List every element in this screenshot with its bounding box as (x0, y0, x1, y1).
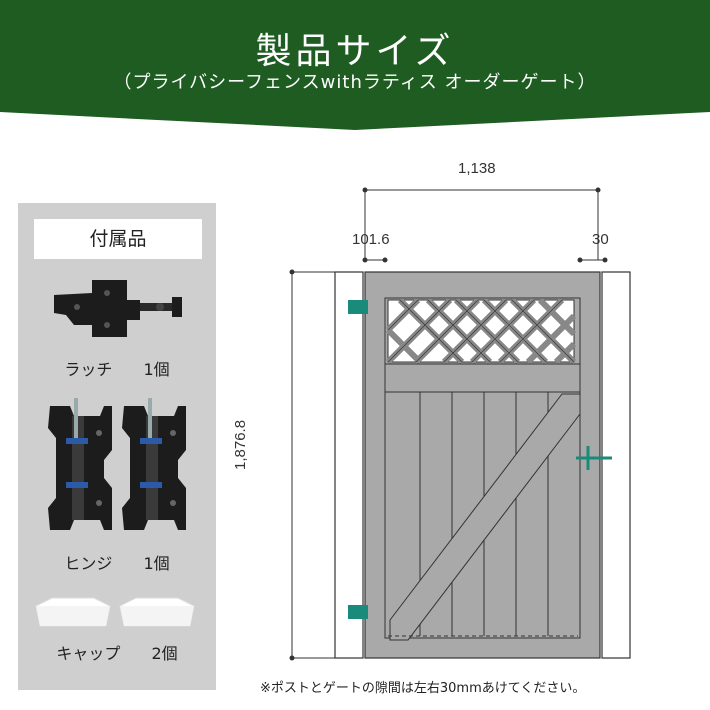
accessories-heading: 付属品 (34, 219, 202, 259)
dim-height: 1,876.8 (232, 419, 249, 470)
dim-overall-width: 1,138 (458, 160, 496, 177)
hinge-icon (48, 398, 186, 530)
accessory-cap-count: 2個 (151, 644, 178, 663)
cap-icon (35, 597, 195, 627)
header-banner (0, 0, 710, 130)
banner-shape (0, 0, 710, 130)
page-title: 製品サイズ (255, 31, 455, 72)
latch-icon (54, 280, 182, 337)
accessory-hinge-name: ヒンジ (64, 554, 113, 573)
dim-post-width: 101.6 (352, 231, 390, 248)
accessory-latch: ラッチ 1個 (18, 356, 216, 380)
footnote: ※ポストとゲートの隙間は左右30mmあけてください。 (260, 681, 586, 696)
accessory-cap: キャップ 2個 (18, 640, 216, 664)
gate-diagram (289, 187, 631, 661)
accessory-hinge-count: 1個 (143, 554, 170, 573)
accessory-latch-name: ラッチ (64, 360, 113, 379)
dim-gap: 30 (592, 231, 609, 248)
accessory-cap-name: キャップ (56, 644, 121, 663)
accessory-latch-count: 1個 (143, 360, 170, 379)
accessory-hinge: ヒンジ 1個 (18, 550, 216, 574)
page-subtitle: （プライバシーフェンスwithラティス オーダーゲート） (113, 72, 597, 93)
